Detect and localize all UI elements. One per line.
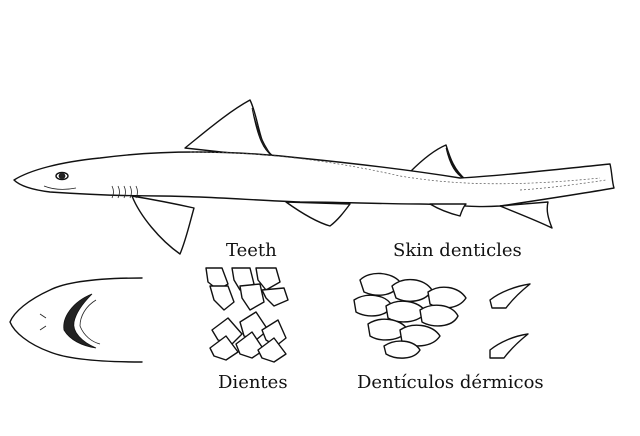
second-dorsal-fin <box>409 144 467 181</box>
shark-body <box>13 151 615 208</box>
anal-fin <box>429 203 467 217</box>
skin-denticles-label: Skin denticles <box>393 240 522 261</box>
teeth-illustration <box>205 267 289 363</box>
shark-lateral-view <box>13 99 615 255</box>
mouth-outline <box>63 293 97 349</box>
ventral-head-view <box>9 277 143 363</box>
gill-slits <box>111 185 138 199</box>
dientes-label: Dientes <box>218 372 288 393</box>
teeth-label: Teeth <box>226 240 277 261</box>
first-dorsal-fin <box>184 99 277 159</box>
pelvic-fin <box>285 201 351 227</box>
denticulos-dermicos-label: Dentículos dérmicos <box>357 372 544 393</box>
caudal-fin <box>499 201 553 229</box>
denticles-illustration <box>353 272 531 359</box>
pectoral-fin <box>131 195 195 255</box>
